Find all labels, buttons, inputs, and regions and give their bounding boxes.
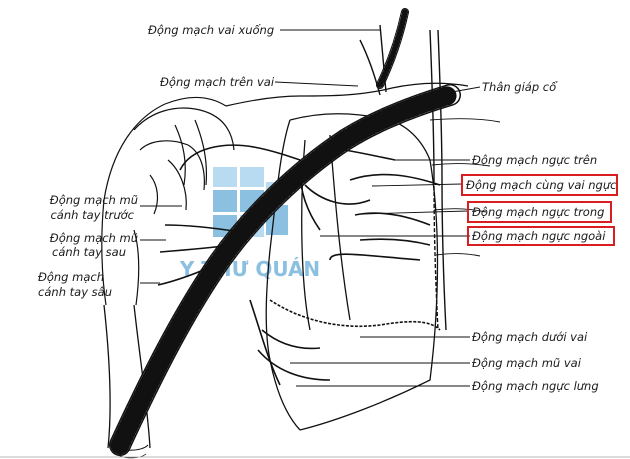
- label-dm-tren-vai: Động mạch trên vai: [160, 75, 275, 89]
- label-dm-vai-xuong: Động mạch vai xuống: [148, 23, 274, 37]
- rib-lines: [429, 118, 501, 257]
- label-dm-canh-tay-sau-line1: Động mạch: [38, 270, 104, 284]
- highlight-box-nguc-trong: [467, 201, 612, 223]
- label-than-giap-co: Thân giáp cổ: [482, 80, 558, 94]
- label-dm-mu-canh-tay-sau-line1: Động mạch mũ: [50, 231, 138, 245]
- branch-arteries: [157, 144, 441, 386]
- label-dm-canh-tay-sau-line2: cánh tay sâu: [38, 285, 112, 299]
- label-dm-nguc-tren: Động mạch ngực trên: [472, 153, 597, 167]
- label-dm-nguc-trong: Động mạch ngực trong: [472, 205, 604, 219]
- label-dm-nguc-lung: Động mạch ngực lưng: [472, 379, 599, 393]
- label-dm-mu-canh-tay-sau-line2: cánh tay sau: [52, 245, 126, 259]
- upper-vessels: [359, 8, 447, 331]
- label-dm-duoi-vai: Động mạch dưới vai: [472, 330, 588, 344]
- highlight-box-nguc-ngoai: [467, 226, 615, 246]
- axillary-artery: [109, 84, 461, 456]
- label-dm-mu-canh-tay-truoc-line2: cánh tay trước: [50, 208, 134, 222]
- label-dm-mu-vai: Động mạch mũ vai: [472, 356, 582, 370]
- highlight-boxes: [461, 174, 618, 246]
- highlight-box-cung-vai-nguc: [461, 174, 618, 196]
- label-dm-mu-canh-tay-truoc-line1: Động mạch mũ: [50, 193, 138, 207]
- label-dm-cung-vai-nguc: Động mạch cùng vai ngực: [466, 178, 617, 192]
- label-dm-nguc-ngoai: Động mạch ngực ngoài: [472, 229, 606, 243]
- leader-lines: [140, 29, 481, 387]
- labels: Động mạch vai xuống Động mạch trên vai T…: [38, 23, 617, 393]
